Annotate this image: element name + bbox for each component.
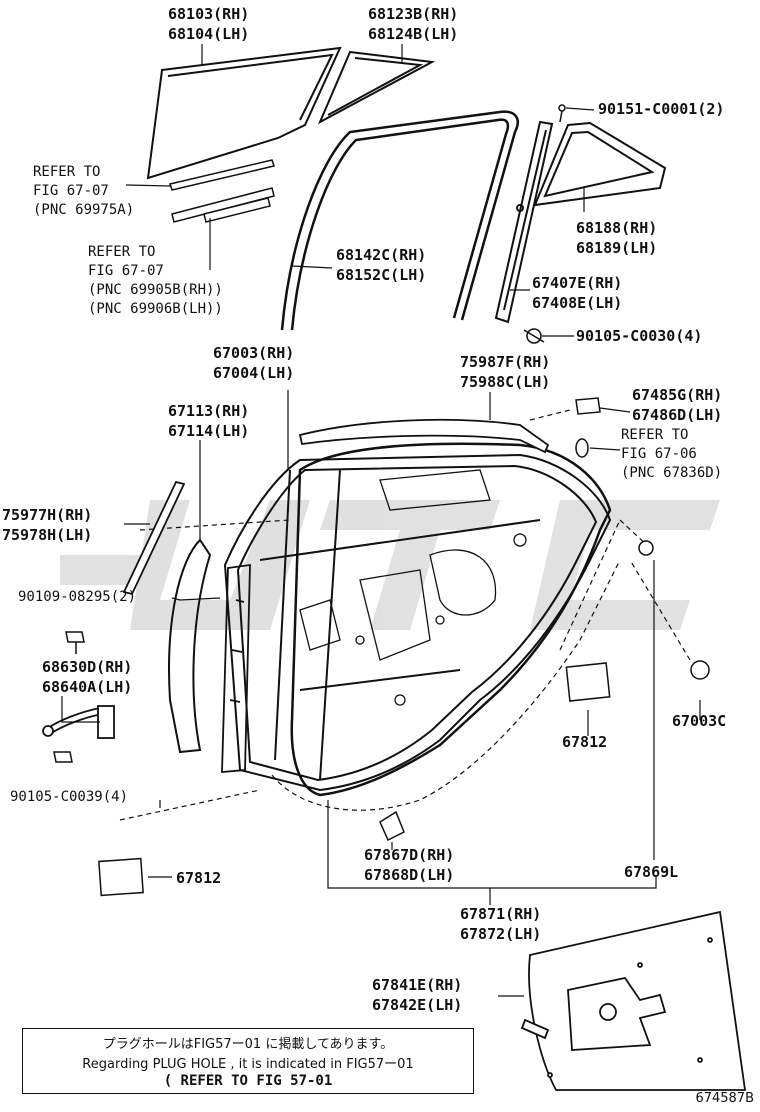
part-label-67841e: 67841E(RH)67842E(LH) [372,976,463,1014]
part-label-67869l: 67869L [624,863,679,881]
part-label-90109-08295: 90109-08295(2) [18,589,137,605]
door-front-edge [168,538,212,754]
part-label-75977h: 75977H(RH)75978H(LH) [2,506,93,544]
part-label-67871: 67871(RH)67872(LH) [460,905,542,943]
part-label-90151: 90151-C0001(2) [598,100,725,118]
division-bar [494,120,554,324]
door-service-cover [520,910,747,1091]
door-frame-moulding [122,480,186,596]
hidden-outline [119,409,691,821]
plug-hole-note: プラグホールはFIG57ー01 に掲載してあります。 Regarding PLU… [22,1028,474,1094]
part-label-68123b: 68123B(RH)68124B(LH) [368,5,459,43]
part-label-67003c: 67003C [672,712,727,730]
door-weatherstrip [290,442,612,797]
service-hole-cover [98,662,611,897]
part-label-67407e: 67407E(RH)67408E(LH) [532,274,623,312]
part-label-67003: 67003(RH)67004(LH) [213,344,295,382]
figure-id: 674587B [695,1091,754,1106]
clip-icon [379,540,710,842]
garnish-icon [575,397,601,458]
part-label-67867d: 67867D(RH)67868D(LH) [364,846,455,884]
screw-icon [558,104,566,123]
fixed-quarter-glass [533,121,667,207]
belt-moulding [298,418,550,454]
note-english: Regarding PLUG HOLE , it is indicated in… [82,1057,414,1072]
part-label-67812-b: 67812 [176,869,222,887]
part-label-90105-c0030: 90105-C0030(4) [576,327,703,345]
part-label-67812-a: 67812 [562,733,608,751]
part-label-68142c: 68142C(RH)68152C(LH) [336,246,427,284]
clip-icon [523,328,545,344]
part-label-75987f: 75987F(RH)75988C(LH) [460,353,551,391]
part-label-68188: 68188(RH)68189(LH) [576,219,658,257]
part-label-68630d: 68630D(RH)68640A(LH) [42,658,133,696]
quarter-glass [317,50,436,125]
part-label-67485g: 67485G(RH)67486D(LH) [632,386,723,424]
glass-run-channel [280,110,519,331]
part-label-90105-c0039: 90105-C0039(4) [10,789,129,805]
rear-door-panel [223,453,612,792]
door-hinge-side [221,563,251,773]
part-label-67113: 67113(RH)67114(LH) [168,402,250,440]
note-japanese: プラグホールはFIG57ー01 に掲載してあります。 [102,1037,394,1052]
part-label-68103: 68103(RH)68104(LH) [168,5,250,43]
belt-weatherstrip [169,159,275,223]
rear-door-glass [146,46,342,180]
leader-lines [61,44,701,997]
bolt-icon [53,631,85,763]
note-reference: ( REFER TO FIG 57-01 [163,1073,333,1089]
door-inner-reinforcement [299,469,527,706]
